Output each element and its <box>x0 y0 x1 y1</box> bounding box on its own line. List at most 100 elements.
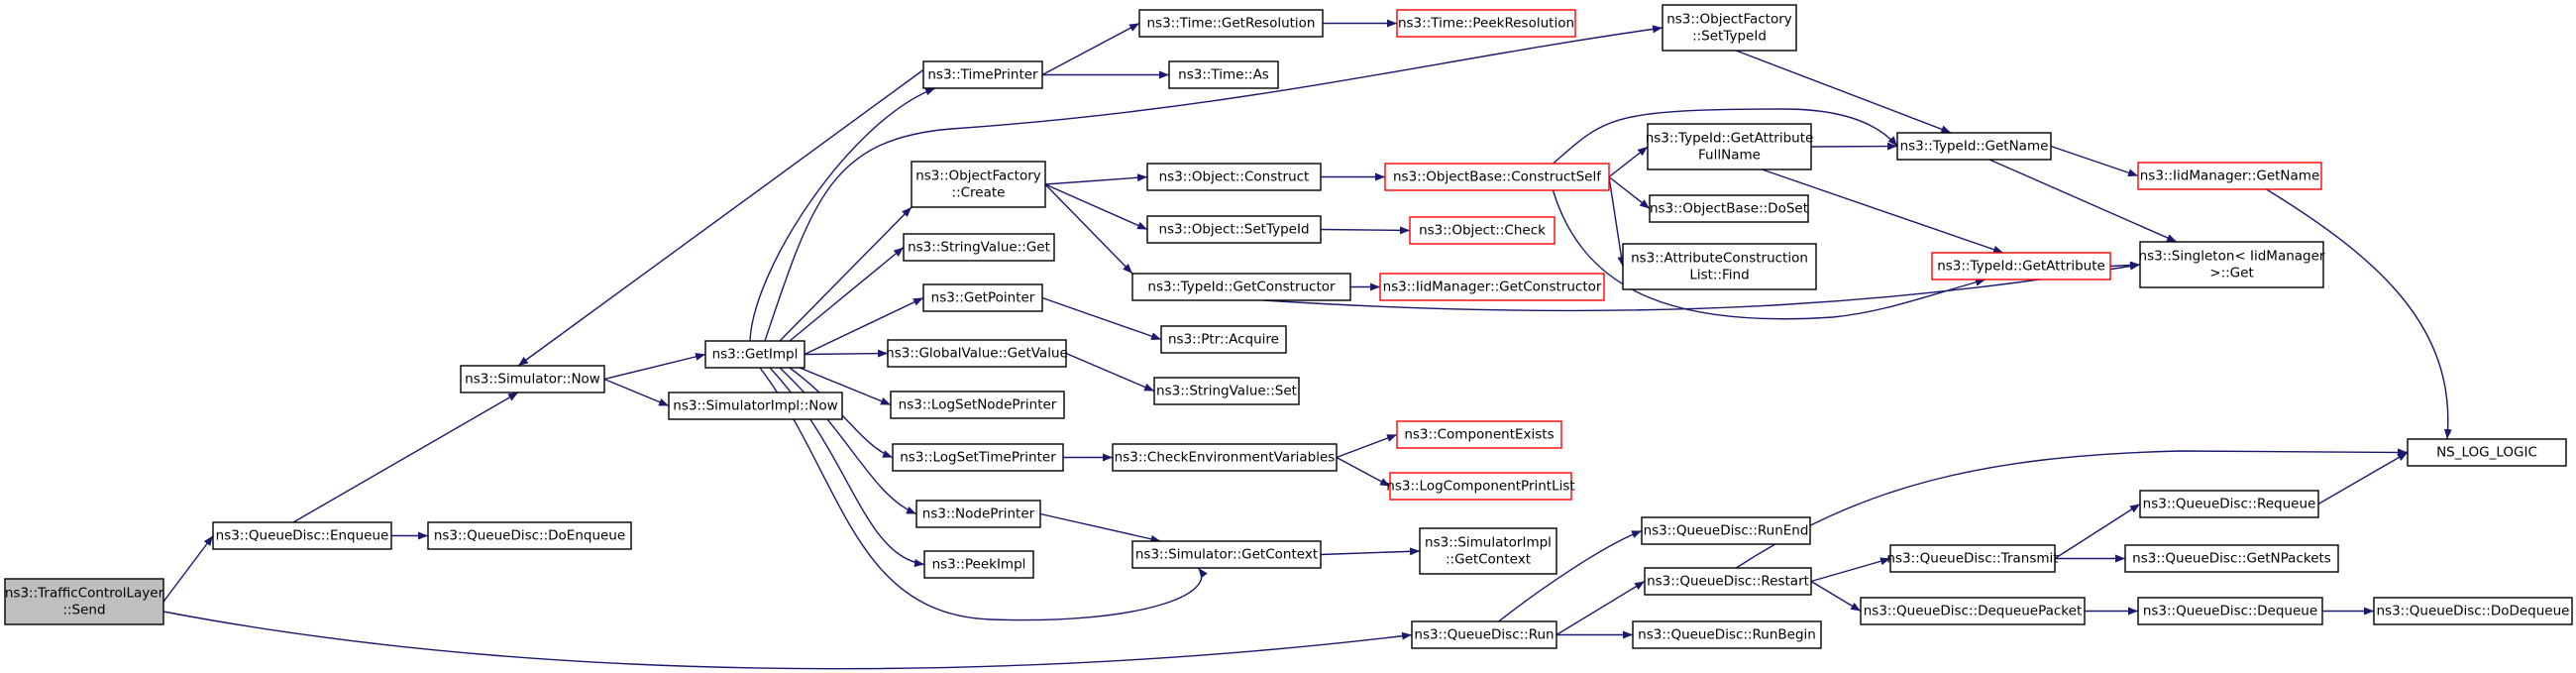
graph-node-ofsettypeid[interactable]: ns3::ObjectFactory::SetTypeId <box>1662 4 1797 52</box>
node-label: ns3::LogSetNodePrinter <box>899 397 1057 413</box>
call-edge-simgetctx-to-simimplgetctx <box>1320 547 1421 556</box>
graph-node-qdrequeue[interactable]: ns3::QueueDisc::Requeue <box>2139 490 2319 518</box>
graph-node-doenqueue[interactable]: ns3::QueueDisc::DoEnqueue <box>427 521 632 550</box>
graph-node-strvalget[interactable]: ns3::StringValue::Get <box>903 233 1055 262</box>
call-edge-checkenv-to-logcompprint <box>1336 456 1391 488</box>
node-label: ns3::IidManager::GetName <box>2140 168 2320 184</box>
node-label: ns3::QueueDisc::Enqueue <box>216 528 389 544</box>
graph-node-compexists[interactable]: ns3::ComponentExists <box>1396 420 1562 449</box>
graph-node-logcompprint[interactable]: ns3::LogComponentPrintList <box>1386 472 1575 501</box>
node-box <box>1649 194 1809 223</box>
node-box <box>1889 544 2056 573</box>
graph-node-timeprinter[interactable]: ns3::TimePrinter <box>922 60 1043 89</box>
node-label: ns3::QueueDisc::Run <box>1414 627 1554 643</box>
node-label: ns3::Ptr::Acquire <box>1168 332 1279 348</box>
node-label: ns3::Object::Check <box>1419 223 1546 239</box>
call-edge-getimpl-to-getpointer <box>804 296 924 356</box>
graph-node-getimpl[interactable]: ns3::GetImpl <box>704 340 805 369</box>
node-label: ns3::SimulatorImpl <box>1425 535 1552 551</box>
node-label: ns3::TypeId::GetName <box>1900 139 2049 155</box>
node-box <box>890 391 1065 419</box>
graph-node-objbasedoset[interactable]: ns3::ObjectBase::DoSet <box>1649 194 1809 223</box>
call-edge-ofcreate-to-objsettypeid <box>1044 183 1148 231</box>
call-edge-simnow-to-simimplnow <box>603 378 670 407</box>
node-box <box>1138 9 1324 38</box>
graph-node-qdrunbegin[interactable]: ns3::QueueDisc::RunBegin <box>1632 620 1822 649</box>
graph-node-qdrun[interactable]: ns3::QueueDisc::Run <box>1411 620 1557 649</box>
graph-node-peekimpl[interactable]: ns3::PeekImpl <box>923 550 1034 579</box>
graph-node-tidgetctor[interactable]: ns3::TypeId::GetConstructor <box>1131 273 1351 301</box>
node-label: ns3::Singleton< IidManager <box>2139 249 2325 265</box>
call-edge-root-to-enqueue <box>162 535 214 603</box>
graph-node-enqueue[interactable]: ns3::QueueDisc::Enqueue <box>212 521 392 550</box>
node-label: ns3::Simulator::Now <box>465 372 600 388</box>
node-box <box>1396 420 1562 449</box>
graph-node-objsettypeid[interactable]: ns3::Object::SetTypeId <box>1146 215 1322 244</box>
node-box <box>2124 544 2339 573</box>
call-edge-ofcreate-to-objconstruct <box>1044 173 1148 185</box>
graph-node-iidgetctor[interactable]: ns3::IidManager::GetConstructor <box>1379 273 1605 301</box>
node-box <box>1622 243 1817 290</box>
graph-node-nslog[interactable]: NS_LOG_LOGIC <box>2407 438 2567 467</box>
call-edge-tidgetattrfull-to-tidgetattr <box>1762 168 2004 254</box>
graph-node-nodeprinter[interactable]: ns3::NodePrinter <box>915 500 1041 528</box>
node-label: ns3::ObjectFactory <box>915 168 1041 184</box>
graph-node-objcheck[interactable]: ns3::Object::Check <box>1409 216 1556 245</box>
graph-node-qddequeue[interactable]: ns3::QueueDisc::Dequeue <box>2137 597 2323 625</box>
node-box <box>1168 60 1279 89</box>
call-edge-constructself-to-attrlistfind <box>1608 176 1626 268</box>
node-box <box>903 233 1055 262</box>
call-edge-getimpl-to-logsetnode <box>799 367 892 406</box>
node-label: ns3::QueueDisc::Restart <box>1647 574 1809 590</box>
graph-node-logsetnode[interactable]: ns3::LogSetNodePrinter <box>890 391 1065 419</box>
graph-node-tidgetattr[interactable]: ns3::TypeId::GetAttribute <box>1931 252 2111 280</box>
node-label: ns3::LogComponentPrintList <box>1386 479 1574 495</box>
node-label: ns3::TimePrinter <box>927 67 1038 83</box>
graph-node-singleton[interactable]: ns3::Singleton< IidManager >::Get <box>2139 241 2325 288</box>
node-label: FullName <box>1698 148 1761 164</box>
graph-node-qdrunend[interactable]: ns3::QueueDisc::RunEnd <box>1641 516 1811 545</box>
graph-node-qdrestart[interactable]: ns3::QueueDisc::Restart <box>1644 567 1812 596</box>
call-edge-tidgetname-to-iidgetname <box>2050 145 2139 177</box>
graph-node-qdgetnpkts[interactable]: ns3::QueueDisc::GetNPackets <box>2124 544 2339 573</box>
node-label: ns3::QueueDisc::DoDequeue <box>2377 604 2570 619</box>
graph-node-getres[interactable]: ns3::Time::GetResolution <box>1138 9 1324 38</box>
graph-node-peekres[interactable]: ns3::Time::PeekResolution <box>1396 9 1576 38</box>
graph-node-root[interactable]: ns3::TrafficControlLayer::Send <box>4 578 164 625</box>
graph-node-qdtransmit[interactable]: ns3::QueueDisc::Transmit <box>1886 544 2059 573</box>
node-box <box>1409 216 1556 245</box>
graph-node-gvgetvalue[interactable]: ns3::GlobalValue::GetValue <box>886 339 1068 368</box>
graph-node-logsettime[interactable]: ns3::LogSetTimePrinter <box>892 443 1064 472</box>
graph-node-simgetctx[interactable]: ns3::Simulator::GetContext <box>1131 540 1322 569</box>
graph-node-qddodequeue[interactable]: ns3::QueueDisc::DoDequeue <box>2373 597 2573 625</box>
node-box <box>922 60 1043 89</box>
node-label: ::GetContext <box>1446 552 1531 568</box>
node-box <box>212 521 392 550</box>
call-edge-nodeprinter-to-simgetctx <box>1039 512 1161 543</box>
call-edge-qdrestart-to-nslog <box>1736 448 2409 569</box>
graph-node-simnow[interactable]: ns3::Simulator::Now <box>460 365 605 393</box>
node-box <box>887 339 1067 368</box>
graph-node-objconstruct[interactable]: ns3::Object::Construct <box>1146 163 1322 191</box>
graph-node-strvalset[interactable]: ns3::StringValue::Set <box>1153 377 1300 405</box>
graph-node-simimplnow[interactable]: ns3::SimulatorImpl::Now <box>668 392 843 420</box>
graph-node-tidgetname[interactable]: ns3::TypeId::GetName <box>1896 132 2052 161</box>
graph-node-iidgetname[interactable]: ns3::IidManager::GetName <box>2137 162 2322 190</box>
call-edge-tidgetattrfull-to-tidgetname <box>1810 142 1898 151</box>
graph-node-checkenv[interactable]: ns3::CheckEnvironmentVariables <box>1112 443 1338 472</box>
node-label: >::Get <box>2209 266 2253 281</box>
graph-node-getpointer[interactable]: ns3::GetPointer <box>922 283 1043 312</box>
graph-node-constructself[interactable]: ns3::ObjectBase::ConstructSelf <box>1384 163 1610 191</box>
graph-node-ofcreate[interactable]: ns3::ObjectFactory::Create <box>911 161 1046 208</box>
graph-node-ptracquire[interactable]: ns3::Ptr::Acquire <box>1160 325 1287 354</box>
graph-node-qddeqpkt[interactable]: ns3::QueueDisc::DequeuePacket <box>1860 597 2086 625</box>
call-edge-constructself-to-tidgetname <box>1553 108 1898 165</box>
graph-node-timeas[interactable]: ns3::Time::As <box>1168 60 1279 89</box>
graph-node-simimplgetctx[interactable]: ns3::SimulatorImpl::GetContext <box>1419 527 1557 575</box>
node-box <box>1384 163 1610 191</box>
node-label: ns3::QueueDisc::RunEnd <box>1644 523 1809 539</box>
node-box <box>915 500 1041 528</box>
